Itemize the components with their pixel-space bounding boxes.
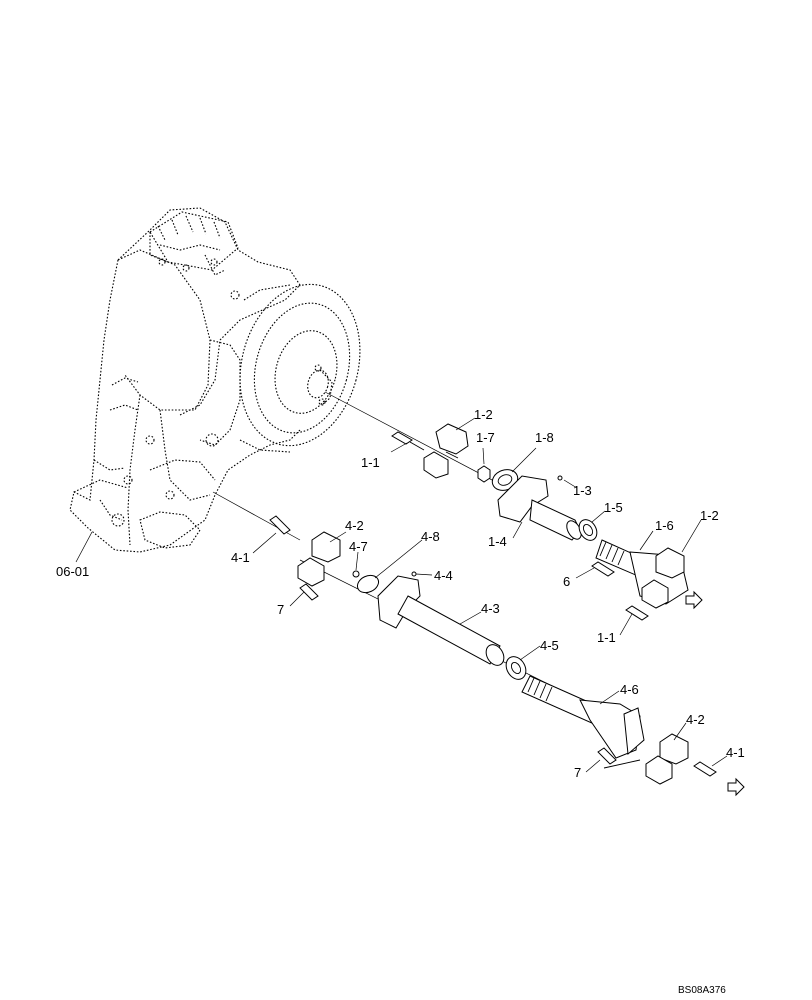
label-06-01: 06-01 — [56, 564, 89, 579]
label-4-1-lower: 4-1 — [726, 745, 745, 760]
label-4-5: 4-5 — [540, 638, 559, 653]
ring-1-5 — [578, 519, 598, 541]
u-joint-1-2-upper — [423, 423, 469, 479]
label-4-2-lower: 4-2 — [686, 712, 705, 727]
label-1-6: 1-6 — [655, 518, 674, 533]
part-labels: 06-01 1-1 1-2 1-7 1-8 1-3 1-4 1-5 1-6 1-… — [56, 407, 745, 996]
flywheel-housing — [239, 283, 361, 453]
label-1-1-lower: 1-1 — [597, 630, 616, 645]
label-4-4: 4-4 — [434, 568, 453, 583]
lower-drive-shaft-assembly — [269, 515, 745, 797]
label-1-1-upper: 1-1 — [361, 455, 380, 470]
label-4-8: 4-8 — [421, 529, 440, 544]
label-7-lower: 7 — [574, 765, 581, 780]
transmission-housing — [69, 207, 301, 553]
label-7-upper: 7 — [277, 602, 284, 617]
valve-block — [149, 211, 239, 276]
label-6: 6 — [563, 574, 570, 589]
label-1-2-lower: 1-2 — [700, 508, 719, 523]
label-1-8: 1-8 — [535, 430, 554, 445]
yoke-shaft-1-4 — [497, 475, 582, 541]
reference-code: BS08A376 — [678, 985, 726, 996]
nut-1-7 — [477, 465, 491, 483]
label-4-2-upper: 4-2 — [345, 518, 364, 533]
label-1-5: 1-5 — [604, 500, 623, 515]
center-lines — [212, 391, 561, 691]
label-4-3: 4-3 — [481, 601, 500, 616]
bolt-1-1-upper — [391, 431, 425, 451]
label-4-6: 4-6 — [620, 682, 639, 697]
label-4-1-upper: 4-1 — [231, 550, 250, 565]
label-4-7: 4-7 — [349, 539, 368, 554]
u-joint-1-2-lower — [641, 547, 685, 609]
label-1-2-upper: 1-2 — [474, 407, 493, 422]
label-1-4: 1-4 — [488, 534, 507, 549]
label-1-3: 1-3 — [573, 483, 592, 498]
leader-lines — [75, 417, 728, 773]
label-1-7: 1-7 — [476, 430, 495, 445]
upper-drive-shaft-assembly — [391, 423, 703, 621]
